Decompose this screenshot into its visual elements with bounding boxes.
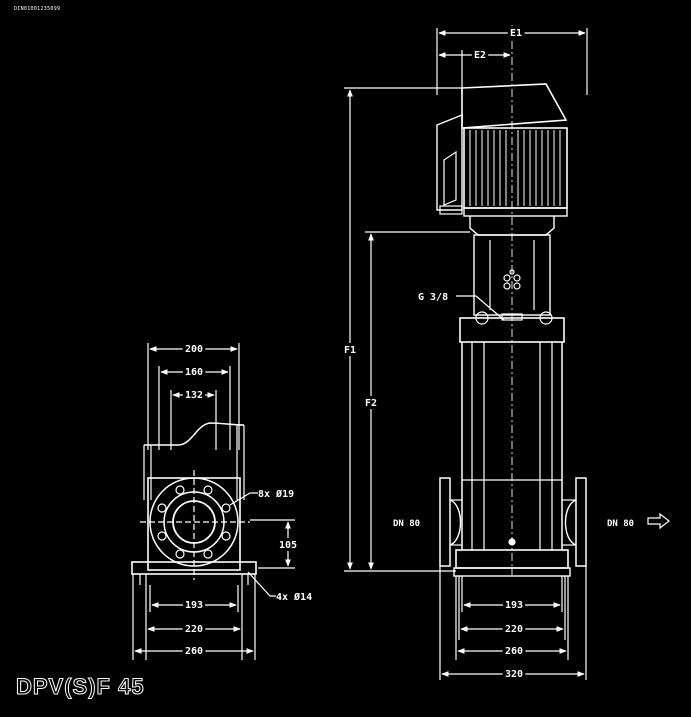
drawing-title: DPV(S)F 45 (16, 674, 145, 700)
dim-F2: F2 (365, 398, 377, 409)
dim-105: 105 (279, 540, 297, 551)
base-holes-label: 4x Ø14 (276, 591, 312, 603)
dim-260-side: 260 (505, 646, 523, 657)
dim-F1: F1 (344, 345, 356, 356)
dim-220-side: 220 (505, 624, 523, 635)
dim-160: 160 (185, 367, 203, 378)
flange-holes-label: 8x Ø19 (258, 488, 294, 500)
dim-320-side: 320 (505, 669, 523, 680)
document-code: DIN01001235099 (14, 6, 61, 12)
outlet-label: DN 80 (607, 519, 634, 529)
side-view-labels: E1 E2 F1 F2 G 3/8 DN 80 DN 80 193 220 26… (341, 25, 634, 683)
front-view (131, 343, 295, 660)
dim-E2: E2 (474, 50, 486, 61)
dim-220-front: 220 (185, 624, 203, 635)
dim-193-side: 193 (505, 600, 523, 611)
vent-label: G 3/8 (418, 292, 448, 303)
dim-132: 132 (185, 390, 203, 401)
inlet-label: DN 80 (393, 519, 420, 529)
dim-260-front: 260 (185, 646, 203, 657)
front-view-labels: 200 160 132 8x Ø19 105 4x Ø14 193 220 26… (182, 341, 312, 660)
dim-193-front: 193 (185, 600, 203, 611)
dim-E1: E1 (510, 28, 522, 39)
side-view (344, 25, 670, 680)
dim-200: 200 (185, 344, 203, 355)
